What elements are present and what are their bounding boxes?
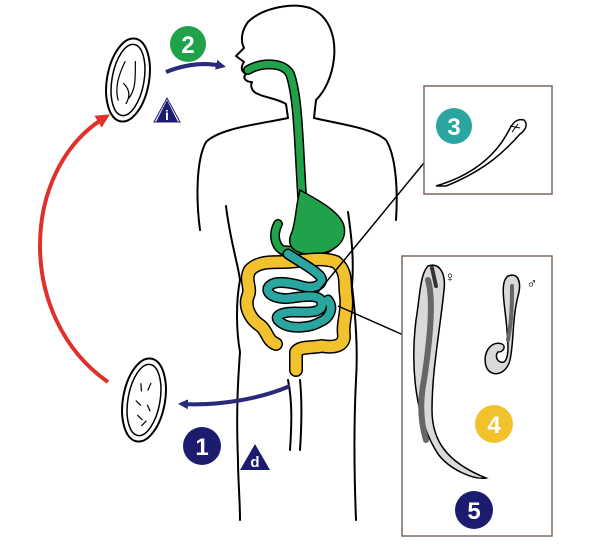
adults-inset-box: ♀ ♂ 4 5 bbox=[401, 255, 553, 537]
digestive-tract bbox=[239, 59, 354, 377]
larva bbox=[435, 118, 527, 187]
step-badge-4: 4 bbox=[475, 405, 513, 443]
larva-inset-box: 3 bbox=[423, 85, 553, 195]
arrow-ingestion bbox=[165, 59, 226, 74]
step-badge-2: 2 bbox=[170, 26, 206, 62]
step-5-number: 5 bbox=[467, 498, 480, 525]
diagnostic-stage-label: d bbox=[250, 454, 259, 471]
female-symbol: ♀ bbox=[444, 269, 455, 286]
infective-stage-marker: i bbox=[153, 96, 181, 123]
pointer-line-larva bbox=[317, 157, 429, 293]
infective-stage-label: i bbox=[165, 107, 169, 123]
stomach bbox=[288, 188, 346, 255]
arrow-eggs-passed bbox=[178, 384, 291, 410]
step-badge-1: 1 bbox=[183, 427, 221, 465]
step-1-number: 1 bbox=[195, 434, 208, 461]
male-symbol: ♂ bbox=[526, 275, 537, 292]
step-2-number: 2 bbox=[181, 32, 194, 59]
human-body-outline bbox=[196, 4, 398, 521]
diagnostic-stage-marker: d bbox=[240, 444, 270, 471]
egg-infective bbox=[105, 37, 151, 123]
step-4-number: 4 bbox=[487, 412, 501, 439]
pointer-line-adults bbox=[337, 305, 411, 339]
arrow-egg-development bbox=[38, 114, 110, 384]
small-intestine-fill bbox=[263, 250, 335, 332]
large-intestine-fill bbox=[241, 253, 352, 376]
step-badge-3: 3 bbox=[436, 108, 472, 144]
egg-diagnostic bbox=[121, 357, 167, 443]
step-3-number: 3 bbox=[447, 114, 460, 141]
step-badge-5: 5 bbox=[455, 491, 493, 529]
